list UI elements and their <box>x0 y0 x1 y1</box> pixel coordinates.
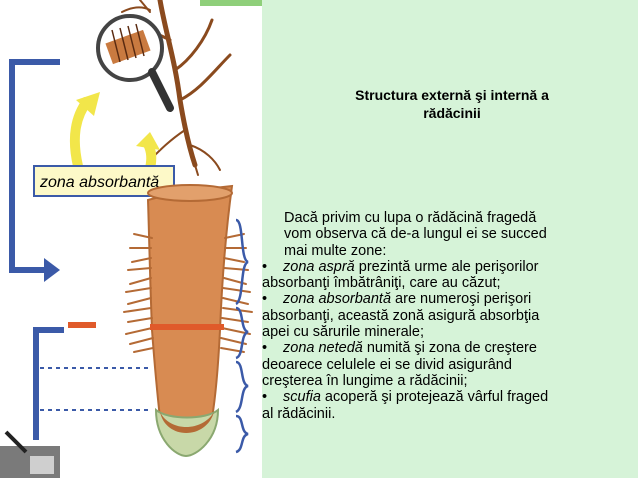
bullet: • <box>262 291 268 308</box>
slide-body: Dacă privim cu lupa o rădăcină fragedă v… <box>262 210 554 422</box>
zone-bracket-lower <box>33 327 64 440</box>
magnifier-icon <box>96 14 174 112</box>
bullet: • <box>262 340 268 357</box>
title-line-1: Structura externă şi internă a <box>355 87 549 103</box>
bullet: • <box>262 389 268 406</box>
root-hairs <box>123 233 253 353</box>
root-tip <box>160 412 214 433</box>
root-body <box>146 184 234 419</box>
zone-item: • zona aspră prezintă urme ale perişorilo… <box>262 259 554 292</box>
top-strip <box>200 0 262 6</box>
absorbing-zone-marker <box>68 322 96 328</box>
zone-description: prezintă urme ale perişorilor absorbanţi… <box>262 258 539 292</box>
slide-title: Structura externă şi internă a rădăcinii <box>318 86 586 122</box>
root-structure-illustration: zona absorbantă <box>0 0 262 478</box>
zone-term: zona absorbantă <box>283 291 392 308</box>
zone-item: • scufia acoperă şi protejează vârful fra… <box>262 389 554 422</box>
text-panel <box>262 0 638 478</box>
zone-term: zona netedă <box>283 340 363 357</box>
zone-guide-lines <box>40 367 150 411</box>
arrow-head-icon <box>136 132 160 150</box>
root-red-band <box>150 324 224 330</box>
intro-paragraph: Dacă privim cu lupa o rădăcină fragedă v… <box>284 210 547 259</box>
bullet: • <box>262 258 268 275</box>
zone-bracket-upper <box>9 59 60 273</box>
root-section-top <box>147 184 233 202</box>
zone-item: • zona netedă numită şi zona de creştere … <box>262 340 554 389</box>
zone-description: are numeroşi perişori absorbanţi, aceast… <box>262 291 540 341</box>
zone-term: zona aspră <box>283 258 355 275</box>
zone-description: numită şi zona de creştere deoarece celu… <box>262 340 537 389</box>
zone-label: zona absorbantă <box>39 174 159 191</box>
zone-term: scufia <box>283 389 321 406</box>
zone-braces <box>235 218 249 454</box>
title-line-2: rădăcinii <box>423 105 481 121</box>
arrow-head-icon <box>76 92 100 116</box>
zone-item: • zona absorbantă are numeroşi perişori a… <box>262 291 554 340</box>
small-root-system <box>118 0 232 176</box>
yellow-arrow-left <box>69 96 93 168</box>
root-cap <box>154 407 220 458</box>
zone-description: acoperă şi protejează vârful fraged al r… <box>262 389 549 422</box>
bracket-arrow-icon <box>44 258 60 282</box>
scalpel-icon <box>0 430 60 478</box>
